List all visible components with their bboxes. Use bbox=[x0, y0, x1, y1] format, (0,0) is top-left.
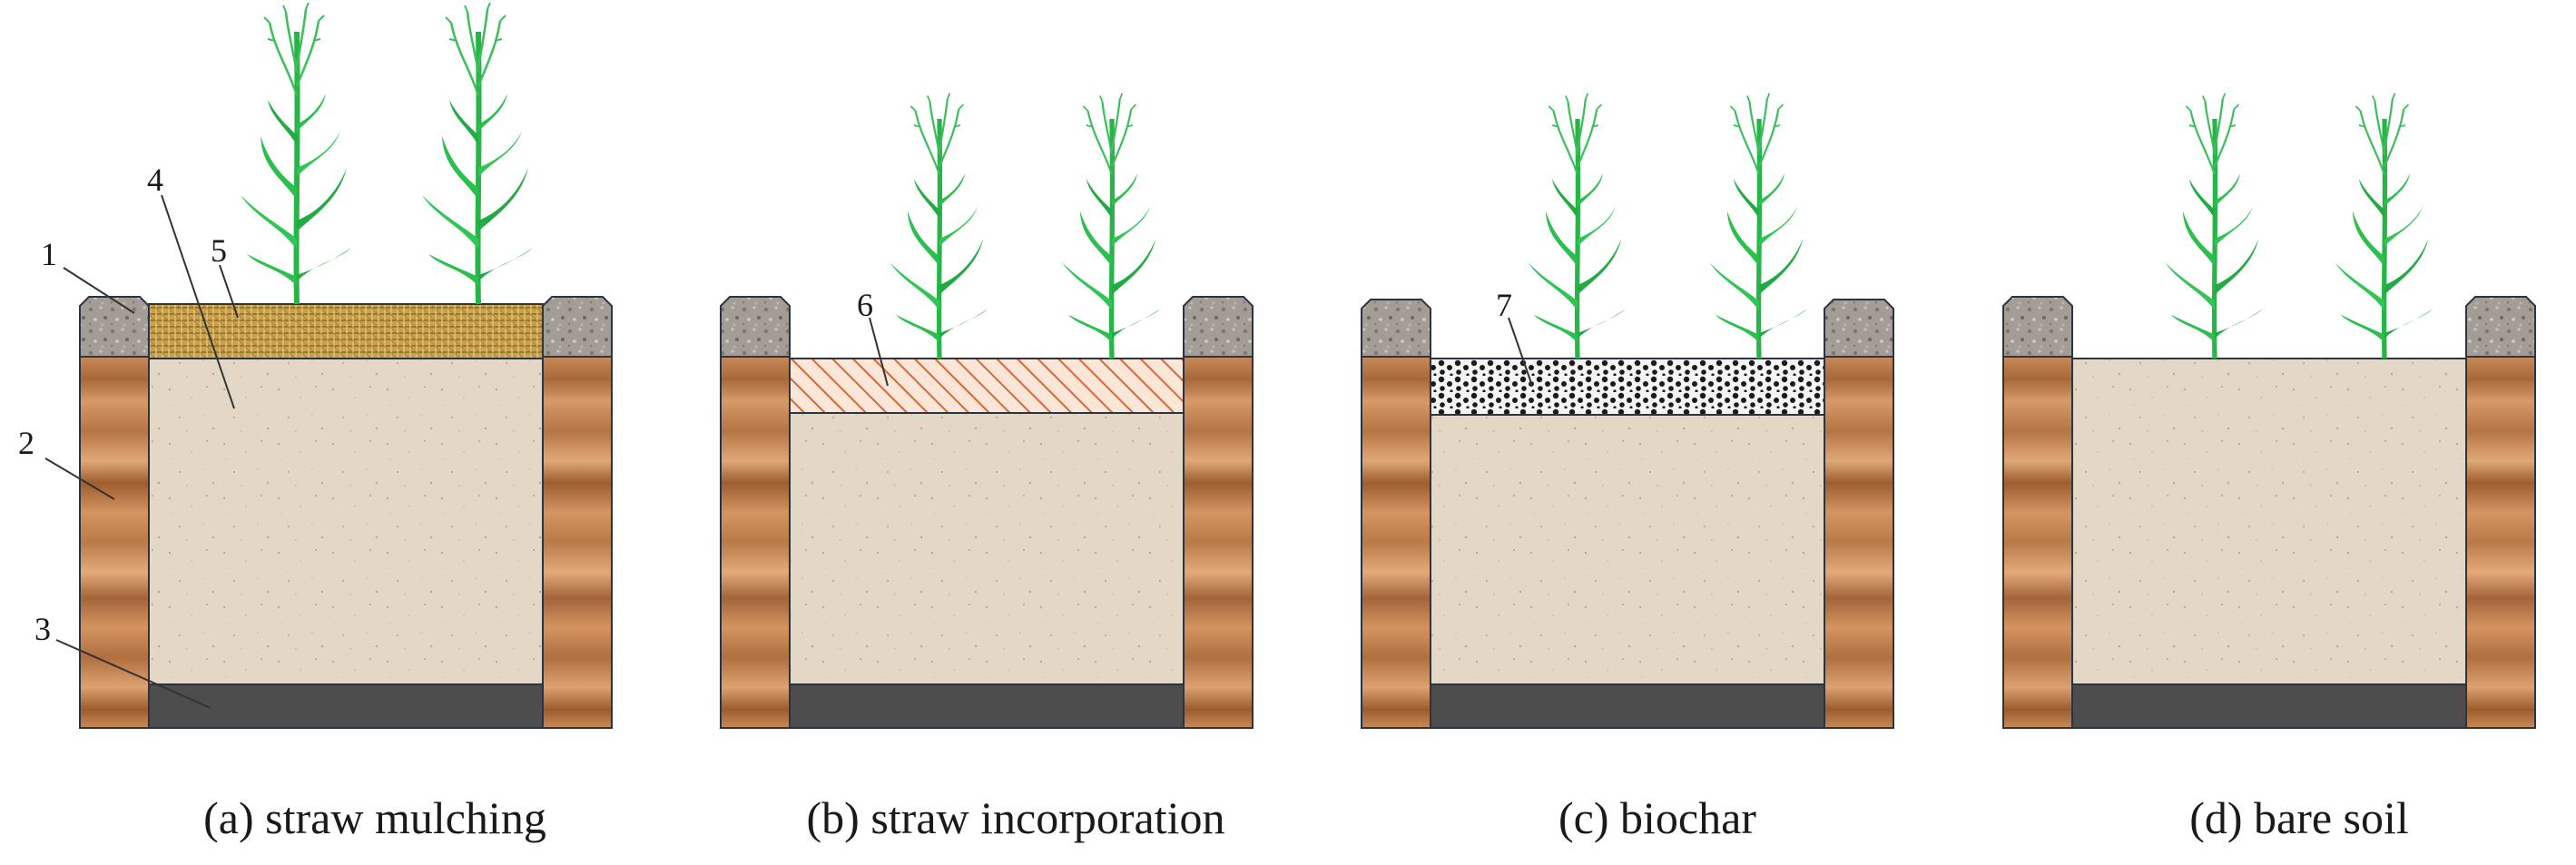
cap-block-left bbox=[79, 296, 150, 358]
caption-d: (d) bare soil bbox=[2189, 792, 2409, 843]
callout-5: 5 bbox=[211, 232, 227, 269]
wooden-wall-right bbox=[2465, 356, 2536, 729]
leader-6 bbox=[869, 317, 889, 387]
bottom-layer bbox=[789, 683, 1185, 729]
plant-1 bbox=[1528, 93, 1625, 359]
cap-block-left bbox=[1361, 299, 1431, 358]
wooden-wall-left bbox=[79, 356, 150, 729]
plant-1 bbox=[890, 93, 987, 359]
caption-a: (a) straw mulching bbox=[203, 792, 546, 843]
leader-7 bbox=[1508, 317, 1533, 387]
biochar-layer bbox=[1430, 358, 1825, 416]
cap-block-right bbox=[2465, 296, 2536, 358]
wooden-wall-left bbox=[1361, 356, 1431, 729]
cap-block-right bbox=[1183, 296, 1254, 358]
caption-b: (b) straw incorporation bbox=[807, 792, 1225, 843]
plant-2 bbox=[1709, 93, 1806, 359]
cap-block-right bbox=[542, 296, 613, 358]
wooden-wall-right bbox=[1824, 356, 1894, 729]
plant-2 bbox=[2335, 93, 2432, 359]
straw-incorporation-layer bbox=[789, 358, 1185, 414]
leader-1 bbox=[63, 267, 135, 314]
leader-3 bbox=[55, 639, 211, 709]
soil-body bbox=[148, 358, 544, 685]
soil-body bbox=[789, 412, 1185, 685]
bottom-layer bbox=[148, 683, 544, 729]
bottom-layer bbox=[2071, 683, 2467, 729]
plant-2 bbox=[1062, 93, 1159, 359]
callout-2: 2 bbox=[18, 425, 34, 461]
panel-bare-soil bbox=[2002, 93, 2536, 729]
cap-block-right bbox=[1824, 299, 1894, 358]
callout-1: 1 bbox=[41, 236, 57, 272]
callout-3: 3 bbox=[34, 611, 51, 647]
leader-4 bbox=[161, 194, 235, 409]
panel-biochar bbox=[1361, 93, 1894, 729]
panel-straw-mulching bbox=[79, 3, 613, 729]
callout-leaders bbox=[44, 194, 1533, 709]
plant-2 bbox=[422, 3, 533, 304]
callout-6: 6 bbox=[857, 287, 873, 323]
leader-5 bbox=[219, 264, 239, 319]
soil-body bbox=[1430, 414, 1825, 685]
wooden-wall-right bbox=[542, 356, 613, 729]
plant-1 bbox=[241, 3, 351, 304]
plant-1 bbox=[2165, 93, 2262, 359]
cap-block-left bbox=[2002, 296, 2073, 358]
panel-straw-incorporation bbox=[720, 93, 1254, 729]
soil-body bbox=[2071, 358, 2467, 685]
cap-block-left bbox=[720, 296, 791, 358]
caption-c: (c) biochar bbox=[1558, 792, 1756, 843]
leader-2 bbox=[44, 457, 115, 500]
wooden-wall-right bbox=[1183, 356, 1254, 729]
wooden-wall-left bbox=[720, 356, 791, 729]
callout-7: 7 bbox=[1496, 287, 1512, 323]
bottom-layer bbox=[1430, 683, 1825, 729]
callout-4: 4 bbox=[147, 162, 163, 198]
wooden-wall-left bbox=[2002, 356, 2073, 729]
